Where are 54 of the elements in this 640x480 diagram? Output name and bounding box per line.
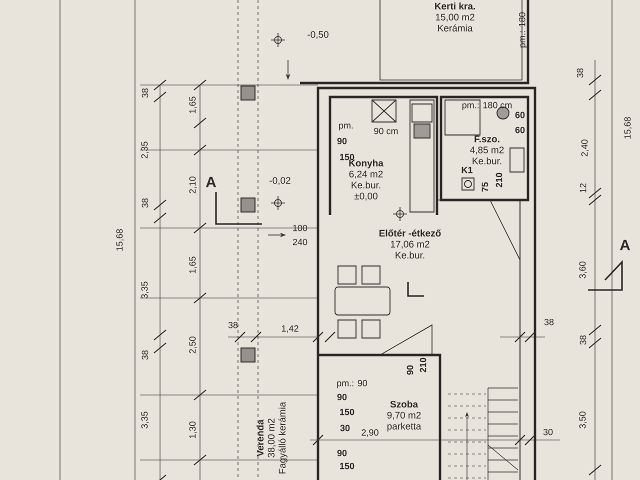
- dimension-label: 3,60: [579, 262, 587, 278]
- dimension-label: 2,35: [141, 142, 149, 158]
- dimension-label: 3,35: [141, 282, 149, 298]
- dimension-label: 150: [340, 154, 354, 160]
- level-label: -0,02: [270, 177, 290, 185]
- dimension-label: 38: [142, 350, 148, 360]
- dimension-label: pm.: 180: [518, 12, 528, 48]
- dimension-label: 38: [576, 68, 584, 78]
- dimension-label: 38: [142, 88, 148, 98]
- room-label: Verenda 38,00 m2 Fagyálló kerámia: [256, 402, 288, 474]
- dimension-label: 150: [340, 408, 354, 416]
- dimension-label: 60: [515, 126, 525, 134]
- dimension-label: pm.: [339, 124, 353, 130]
- level-label: -0,50: [308, 31, 328, 39]
- dimension-label: 1,65: [189, 256, 197, 274]
- dimension-label: 2,50: [189, 336, 197, 354]
- dimension-label: 30: [543, 428, 553, 436]
- dimension-label: 1,42: [282, 325, 298, 333]
- dimension-label: 38: [544, 318, 554, 326]
- dimension-label: 1,65: [189, 96, 197, 114]
- room-label: Szoba 9,70 m2 parketta: [387, 400, 422, 432]
- dimension-label: 38: [142, 198, 148, 208]
- dimension-label: 100: [293, 224, 308, 232]
- dimension-label: 90: [406, 365, 414, 375]
- dimension-label: 210: [496, 172, 502, 188]
- dimension-label: 240: [292, 238, 308, 246]
- dimension-label: pm.: 90: [337, 380, 368, 388]
- dimension-label: 90 cm: [374, 128, 398, 134]
- dimension-label: 15,68: [116, 229, 124, 251]
- dimension-label: 3,50: [579, 412, 587, 428]
- section-letter: A: [620, 240, 630, 250]
- dimension-label: 1,30: [189, 422, 197, 438]
- dimension-label: 12: [580, 183, 586, 192]
- dimension-label: 60: [515, 112, 525, 118]
- dimension-label: 2,40: [581, 140, 589, 156]
- dimension-label: 2,90: [362, 429, 378, 437]
- room-label: F.szo. 4,85 m2 Ke.bur.: [470, 136, 504, 164]
- dimension-label: 75: [482, 182, 488, 192]
- dimension-label: 210: [420, 358, 426, 372]
- dimension-label: 30: [340, 424, 350, 432]
- dimension-label: 150: [340, 462, 354, 470]
- dimension-label: 2,10: [189, 176, 197, 194]
- room-label: Konyha 6,24 m2 Ke.bur. ±0,00: [349, 159, 384, 201]
- dimension-label: 38: [580, 335, 586, 345]
- room-label: Előtér -étkező 17,06 m2 Ke.bur.: [380, 229, 441, 259]
- section-letter: A: [206, 176, 216, 188]
- dimension-label: 90: [337, 450, 347, 456]
- dimension-label: 90: [337, 138, 347, 144]
- dimension-label: 90: [337, 394, 347, 400]
- dimension-label: K1: [462, 166, 472, 174]
- dimension-label: 3,35: [141, 412, 149, 428]
- dimension-label: 15,68: [624, 117, 632, 139]
- dimension-label: 38: [228, 322, 238, 328]
- room-label: Kerti kra. 15,00 m2 Kerámia: [435, 2, 475, 32]
